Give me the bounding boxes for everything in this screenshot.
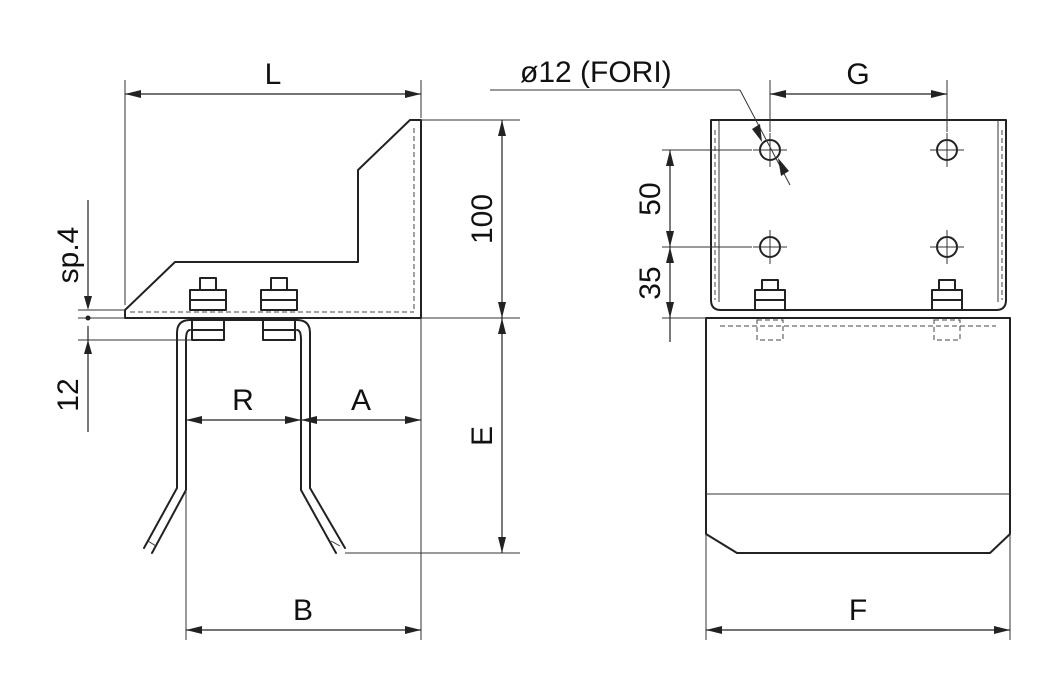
dim-R-label: R xyxy=(232,384,254,417)
dim-sp4-label: sp.4 xyxy=(52,227,85,284)
bolt-right xyxy=(260,277,298,341)
dim-50-label: 50 xyxy=(634,182,667,215)
front-bolt-right xyxy=(931,279,963,341)
carriage-body xyxy=(705,317,1011,554)
mounting-holes xyxy=(753,133,964,264)
dim-A-label: A xyxy=(351,384,371,417)
dim-B-label: B xyxy=(293,594,313,627)
dim-G-label: G xyxy=(846,58,869,91)
front-bolt-left xyxy=(754,279,786,341)
dim-L-label: L xyxy=(265,58,282,91)
dim-F-label: F xyxy=(849,594,867,627)
carriage-leg-right xyxy=(296,319,346,554)
side-view: L 100 E sp.4 12 R A xyxy=(52,58,520,640)
dim-35-label: 35 xyxy=(634,266,667,299)
dim-12-label: 12 xyxy=(52,378,85,411)
hole-callout-label: ø12 (FORI) xyxy=(520,56,672,89)
carriage-leg-left xyxy=(143,319,191,554)
front-view: ø12 (FORI) G 50 35 F xyxy=(490,56,1011,640)
bracket-profile xyxy=(124,119,422,319)
bracket-plate xyxy=(710,119,1007,311)
dim-100-label: 100 xyxy=(466,194,499,244)
dim-E-label: E xyxy=(466,426,499,446)
